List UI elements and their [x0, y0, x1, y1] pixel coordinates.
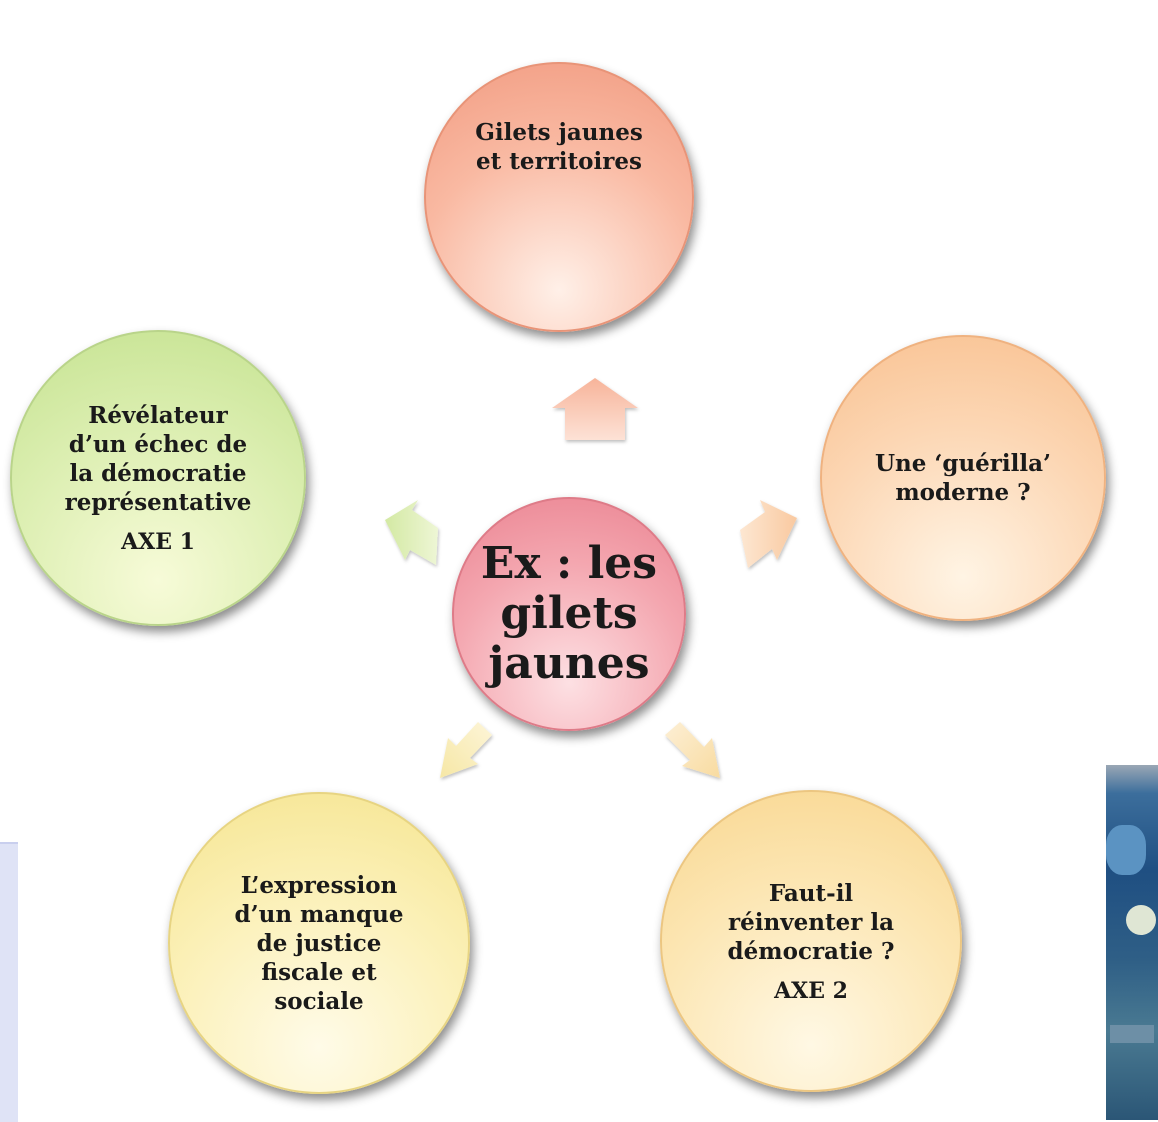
node-territoires: Gilets jaunes et territoires — [424, 62, 694, 332]
node-label: Révélateur d’un échec de la démocratie r… — [64, 402, 252, 516]
node-reinventer-democratie: Faut-il réinventer la démocratie ? AXE 2 — [660, 790, 962, 1092]
node-revelateur: Révélateur d’un échec de la démocratie r… — [10, 330, 306, 626]
arrow-bottom-right — [665, 722, 720, 778]
arrow-right — [740, 500, 797, 568]
arrow-left — [385, 500, 438, 565]
arrow-up — [552, 378, 638, 440]
axe-label: AXE 1 — [121, 529, 195, 555]
node-justice-fiscale: L’expression d’un manque de justice fisc… — [168, 792, 470, 1094]
center-node: Ex : les gilets jaunes — [452, 497, 686, 731]
node-guerilla: Une ‘guérilla’ moderne ? — [820, 335, 1106, 621]
arrow-bottom-left — [440, 722, 492, 778]
node-label: L’expression d’un manque de justice fisc… — [234, 871, 404, 1015]
node-label: Une ‘guérilla’ moderne ? — [874, 450, 1052, 506]
node-label: Faut-il réinventer la démocratie ? — [727, 879, 895, 965]
node-label: Gilets jaunes et territoires — [475, 119, 643, 175]
axe-label: AXE 2 — [774, 977, 848, 1004]
center-label: Ex : les gilets jaunes — [480, 538, 658, 689]
background-photo — [1106, 765, 1158, 1120]
background-panel — [0, 842, 18, 1122]
